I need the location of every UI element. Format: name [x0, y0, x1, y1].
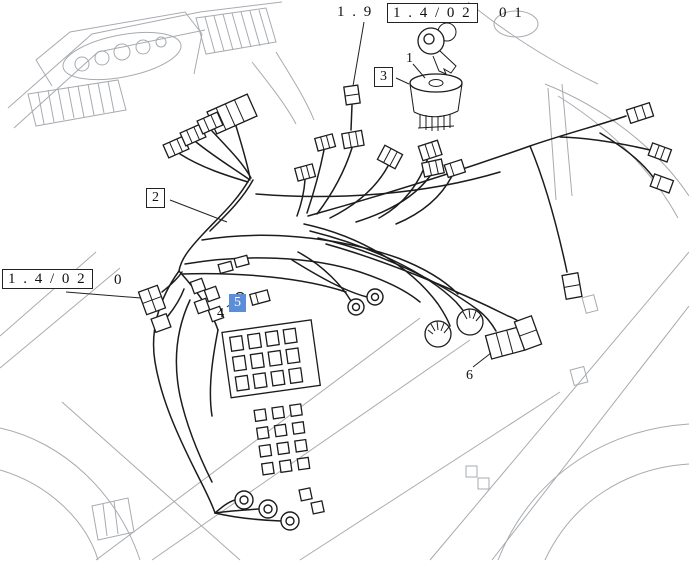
connectors [137, 84, 675, 515]
callout-6[interactable]: 6 [466, 368, 473, 383]
ignition-switch [409, 73, 463, 131]
ref-link-1-4-02-left[interactable]: 1 . 4 / 0 2 [2, 269, 93, 289]
callout-5-selected[interactable]: 5 [229, 294, 246, 312]
ref-suffix-left: 0 [114, 272, 124, 288]
callout-1[interactable]: 1 [406, 51, 413, 66]
callout-2[interactable]: 2 [146, 188, 165, 208]
key-icon [417, 22, 457, 75]
harness-wires [152, 104, 654, 522]
ref-link-1-4-02-top[interactable]: 1 . 4 / 0 2 [387, 3, 478, 23]
ring-terminals [234, 288, 384, 531]
ref-suffix-top: 0 1 [499, 5, 524, 21]
callout-3[interactable]: 3 [374, 67, 393, 87]
leader-lines [65, 21, 492, 368]
ref-link-1-9[interactable]: 1 . 9 [337, 4, 374, 20]
fuse-panel [189, 277, 322, 476]
callout-4[interactable]: 4 [217, 306, 224, 321]
